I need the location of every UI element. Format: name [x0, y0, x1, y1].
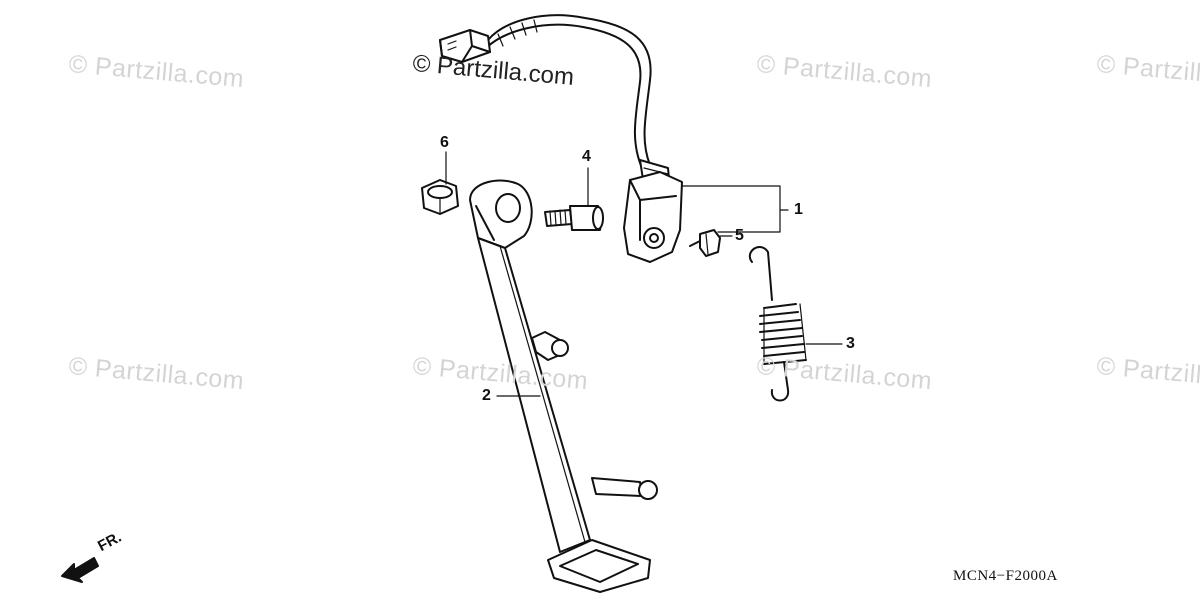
front-direction-arrow [61, 557, 99, 583]
callout-2: 2 [482, 387, 491, 404]
switch-wire-harness [485, 14, 671, 191]
callout-5: 5 [735, 227, 744, 244]
pivot-bolt-4 [544, 205, 604, 231]
diagram-code: MCN4−F2000A [953, 568, 1058, 584]
stand-spring [749, 246, 807, 402]
callout-4: 4 [582, 148, 591, 165]
callout-3: 3 [846, 335, 855, 352]
bolt-5 [689, 229, 721, 257]
wire-connector [439, 29, 491, 63]
nut-6 [421, 179, 459, 215]
callout-1: 1 [794, 201, 803, 218]
leader-lines [445, 151, 843, 397]
side-stand [469, 179, 658, 593]
callout-6: 6 [440, 134, 449, 151]
sidestand-switch [623, 171, 683, 263]
